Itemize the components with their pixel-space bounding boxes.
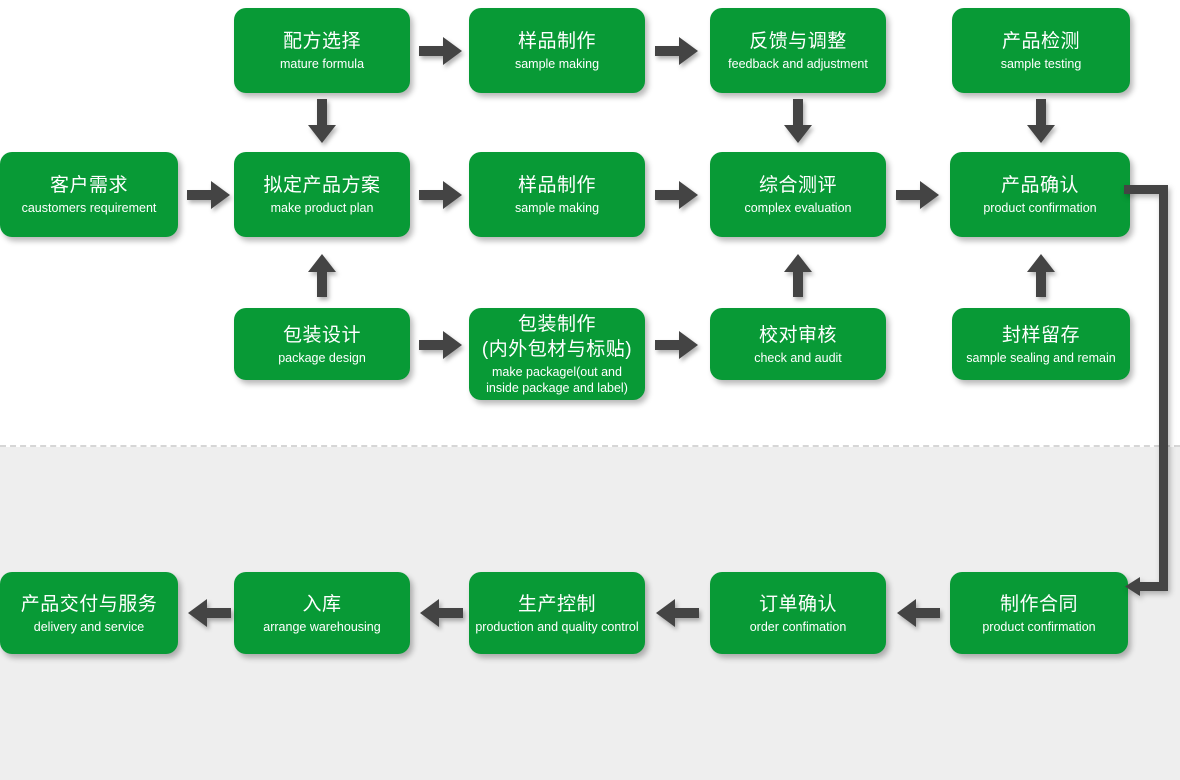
node-title-en: sample testing bbox=[1000, 57, 1082, 71]
node-title-en: product confirmation bbox=[982, 619, 1096, 634]
node-title-cn: 拟定产品方案 bbox=[263, 175, 381, 196]
arrow-up-icon bbox=[307, 253, 337, 298]
node-title-en: sample making bbox=[514, 57, 600, 71]
node-title-cn: 客户需求 bbox=[49, 175, 128, 196]
node-formula-selection[interactable]: 配方选择 mature formula bbox=[234, 8, 410, 93]
node-title-cn: 产品确认 bbox=[1000, 175, 1079, 196]
node-title-en: sample sealing and remain bbox=[966, 350, 1116, 365]
node-sample-making-top[interactable]: 样品制作 sample making bbox=[469, 8, 645, 93]
node-title-en: delivery and service bbox=[33, 619, 145, 634]
node-title-cn: 样品制作 bbox=[517, 31, 596, 52]
node-sample-sealing[interactable]: 封样留存 sample sealing and remain bbox=[952, 308, 1130, 380]
node-title-cn: 产品检测 bbox=[1001, 31, 1080, 52]
arrow-right-icon bbox=[419, 36, 463, 66]
node-title-en: caustomers requirement bbox=[21, 201, 157, 215]
node-make-product-plan[interactable]: 拟定产品方案 make product plan bbox=[234, 152, 410, 237]
node-title-cn: 生产控制 bbox=[517, 593, 596, 615]
node-title-cn: 封样留存 bbox=[1001, 324, 1080, 346]
node-title-en: product confirmation bbox=[983, 201, 1097, 215]
arrow-right-icon bbox=[419, 180, 463, 210]
node-delivery-service[interactable]: 产品交付与服务 delivery and service bbox=[0, 572, 178, 654]
node-title-cn: 反馈与调整 bbox=[749, 31, 847, 52]
node-check-audit[interactable]: 校对审核 check and audit bbox=[710, 308, 886, 380]
node-production-control[interactable]: 生产控制 production and quality control bbox=[469, 572, 645, 654]
node-title-cn: 入库 bbox=[302, 593, 342, 615]
node-order-confirmation[interactable]: 订单确认 order confimation bbox=[710, 572, 886, 654]
node-product-confirmation[interactable]: 产品确认 product confirmation bbox=[950, 152, 1130, 237]
node-title-en: make product plan bbox=[270, 201, 374, 215]
node-sample-making-mid[interactable]: 样品制作 sample making bbox=[469, 152, 645, 237]
node-customer-requirement[interactable]: 客户需求 caustomers requirement bbox=[0, 152, 178, 237]
node-title-cn: 综合测评 bbox=[758, 175, 837, 196]
arrow-right-icon bbox=[419, 330, 463, 360]
node-title-en: mature formula bbox=[279, 57, 365, 71]
node-title-en: check and audit bbox=[754, 350, 842, 365]
arrow-right-icon bbox=[896, 180, 940, 210]
node-title-en: make packagel(out and inside package and… bbox=[486, 365, 628, 395]
node-title-en: complex evaluation bbox=[744, 201, 852, 215]
node-title-en: package design bbox=[278, 350, 366, 365]
node-title-cn: 校对审核 bbox=[758, 324, 837, 346]
arrow-left-icon bbox=[187, 598, 231, 628]
node-title-en: feedback and adjustment bbox=[728, 57, 868, 71]
arrow-left-icon bbox=[419, 598, 463, 628]
node-feedback-adjustment[interactable]: 反馈与调整 feedback and adjustment bbox=[710, 8, 886, 93]
node-make-contract[interactable]: 制作合同 product confirmation bbox=[950, 572, 1128, 654]
arrow-up-icon bbox=[1026, 253, 1056, 298]
node-title-cn: 包装设计 bbox=[282, 324, 361, 346]
arrow-right-icon bbox=[655, 36, 699, 66]
node-product-testing[interactable]: 产品检测 sample testing bbox=[952, 8, 1130, 93]
arrow-down-icon bbox=[307, 99, 337, 144]
section-divider bbox=[0, 445, 1180, 447]
node-title-cn: 配方选择 bbox=[282, 31, 361, 52]
arrow-up-icon bbox=[783, 253, 813, 298]
arrow-down-icon bbox=[1026, 99, 1056, 144]
node-title-en: sample making bbox=[514, 201, 600, 215]
arrow-left-icon bbox=[655, 598, 699, 628]
arrow-left-icon bbox=[896, 598, 940, 628]
arrow-right-icon bbox=[655, 330, 699, 360]
node-title-en: order confimation bbox=[749, 619, 847, 634]
node-complex-evaluation[interactable]: 综合测评 complex evaluation bbox=[710, 152, 886, 237]
node-arrange-warehousing[interactable]: 入库 arrange warehousing bbox=[234, 572, 410, 654]
node-title-cn: 样品制作 bbox=[517, 175, 596, 196]
node-package-design[interactable]: 包装设计 package design bbox=[234, 308, 410, 380]
arrow-down-icon bbox=[783, 99, 813, 144]
arrow-right-icon bbox=[187, 180, 231, 210]
node-package-making[interactable]: 包装制作 (内外包材与标贴) make packagel(out and ins… bbox=[469, 308, 645, 400]
feedback-loop-connector bbox=[1124, 185, 1180, 630]
arrow-right-icon bbox=[655, 180, 699, 210]
node-title-cn: 订单确认 bbox=[758, 593, 837, 615]
node-title-cn: 包装制作 bbox=[517, 314, 596, 335]
node-title-en: arrange warehousing bbox=[263, 619, 381, 634]
node-title-cn: 产品交付与服务 bbox=[20, 593, 158, 615]
node-title-en: production and quality control bbox=[475, 619, 639, 634]
node-subtitle-cn: (内外包材与标贴) bbox=[481, 339, 633, 360]
node-title-cn: 制作合同 bbox=[999, 593, 1078, 615]
